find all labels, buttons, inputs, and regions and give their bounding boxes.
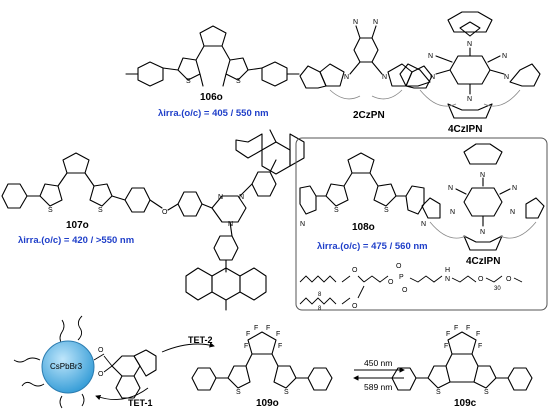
label-109c: 109c — [454, 398, 477, 409]
svg-text:O: O — [352, 303, 358, 310]
svg-text:O: O — [396, 263, 402, 270]
svg-text:O: O — [162, 209, 168, 216]
svg-text:O: O — [98, 371, 104, 378]
svg-text:N: N — [421, 221, 426, 228]
svg-text:F: F — [266, 325, 270, 332]
label-nanocrystal: CsPbBr3 — [50, 362, 83, 371]
lipid-ligand: 8 O O P O O H N O 30 O 8 O — [299, 263, 523, 312]
label-450nm: 450 nm — [364, 358, 393, 368]
svg-text:F: F — [454, 325, 458, 332]
svg-text:N: N — [218, 194, 223, 201]
svg-text:F: F — [254, 325, 258, 332]
svg-text:S: S — [236, 389, 241, 396]
svg-text:N: N — [510, 209, 515, 216]
svg-text:S: S — [48, 207, 53, 214]
wavelength-106o: λirra.(o/c) = 405 / 550 nm — [158, 108, 269, 119]
structure-108o: S S N N — [299, 152, 426, 228]
svg-text:O: O — [478, 276, 484, 283]
equilibrium-arrows — [353, 367, 405, 381]
svg-text:N: N — [344, 74, 349, 81]
nanocrystal-sphere — [41, 340, 95, 394]
svg-text:S: S — [436, 389, 441, 396]
svg-text:S: S — [484, 389, 489, 396]
svg-text:O: O — [402, 287, 408, 294]
svg-text:S: S — [98, 207, 103, 214]
label-106o: 106o — [200, 92, 223, 103]
svg-text:S: S — [186, 78, 191, 85]
svg-text:F: F — [278, 343, 282, 350]
svg-text:N: N — [512, 185, 517, 192]
label-109o: 109o — [256, 398, 279, 409]
svg-text:N: N — [300, 221, 305, 228]
svg-text:N: N — [467, 41, 472, 48]
structure-109c: F F F F F F S S — [391, 325, 533, 396]
label-2czpn: 2CzPN — [353, 110, 385, 121]
svg-text:S: S — [384, 207, 389, 214]
svg-text:F: F — [246, 331, 250, 338]
label-589nm: 589 nm — [364, 382, 393, 392]
svg-text:N: N — [448, 185, 453, 192]
svg-text:N: N — [428, 53, 433, 60]
wavelength-108o: λirra.(o/c) = 475 / 560 nm — [317, 241, 428, 252]
svg-text:N: N — [450, 209, 455, 216]
svg-text:N: N — [480, 172, 485, 179]
framed-panel — [295, 137, 548, 311]
svg-text:N: N — [502, 53, 507, 60]
svg-text:N: N — [373, 19, 378, 26]
svg-text:F: F — [444, 343, 448, 350]
svg-text:F: F — [244, 343, 248, 350]
svg-text:F: F — [466, 325, 470, 332]
label-tet1: TET-1 — [128, 398, 153, 408]
svg-text:N: N — [504, 74, 509, 81]
nanocrystal-assembly: O O — [13, 315, 157, 409]
structure-2czpn: N N N N — [299, 19, 433, 100]
label-107o: 107o — [66, 220, 89, 231]
svg-text:O: O — [388, 279, 394, 286]
svg-text:S: S — [236, 78, 241, 85]
svg-text:N: N — [239, 194, 244, 201]
svg-text:F: F — [276, 331, 280, 338]
svg-text:8: 8 — [318, 292, 322, 298]
svg-text:F: F — [446, 331, 450, 338]
svg-text:P: P — [399, 274, 404, 281]
svg-text:N: N — [480, 229, 485, 236]
svg-text:N: N — [467, 96, 472, 103]
structure-106o: S S — [125, 25, 300, 87]
svg-text:F: F — [476, 331, 480, 338]
svg-text:8: 8 — [318, 306, 322, 312]
structure-109o: F F F F F F S S — [191, 325, 333, 396]
svg-text:N: N — [382, 74, 387, 81]
label-4czipn-box: 4CzIPN — [466, 256, 501, 267]
svg-text:H: H — [445, 267, 450, 274]
structure-107o: S S O N N N — [1, 129, 305, 311]
label-108o: 108o — [352, 222, 375, 233]
tet-arrows — [95, 342, 215, 401]
svg-text:N: N — [353, 19, 358, 26]
svg-text:N: N — [445, 276, 450, 283]
svg-text:O: O — [506, 276, 512, 283]
svg-text:O: O — [98, 347, 104, 354]
svg-text:S: S — [284, 389, 289, 396]
svg-text:S: S — [334, 207, 339, 214]
label-4czipn-top: 4CzIPN — [448, 124, 483, 135]
svg-text:O: O — [352, 267, 358, 274]
svg-text:30: 30 — [494, 286, 501, 292]
svg-text:N: N — [430, 74, 435, 81]
label-tet2: TET-2 — [188, 335, 213, 345]
structure-4czipn-top: N N N N N N — [399, 11, 541, 119]
wavelength-107o: λirra.(o/c) = 420 / >550 nm — [18, 235, 135, 246]
svg-text:F: F — [478, 343, 482, 350]
structure-4czipn-box: N N N N N N — [421, 143, 545, 251]
